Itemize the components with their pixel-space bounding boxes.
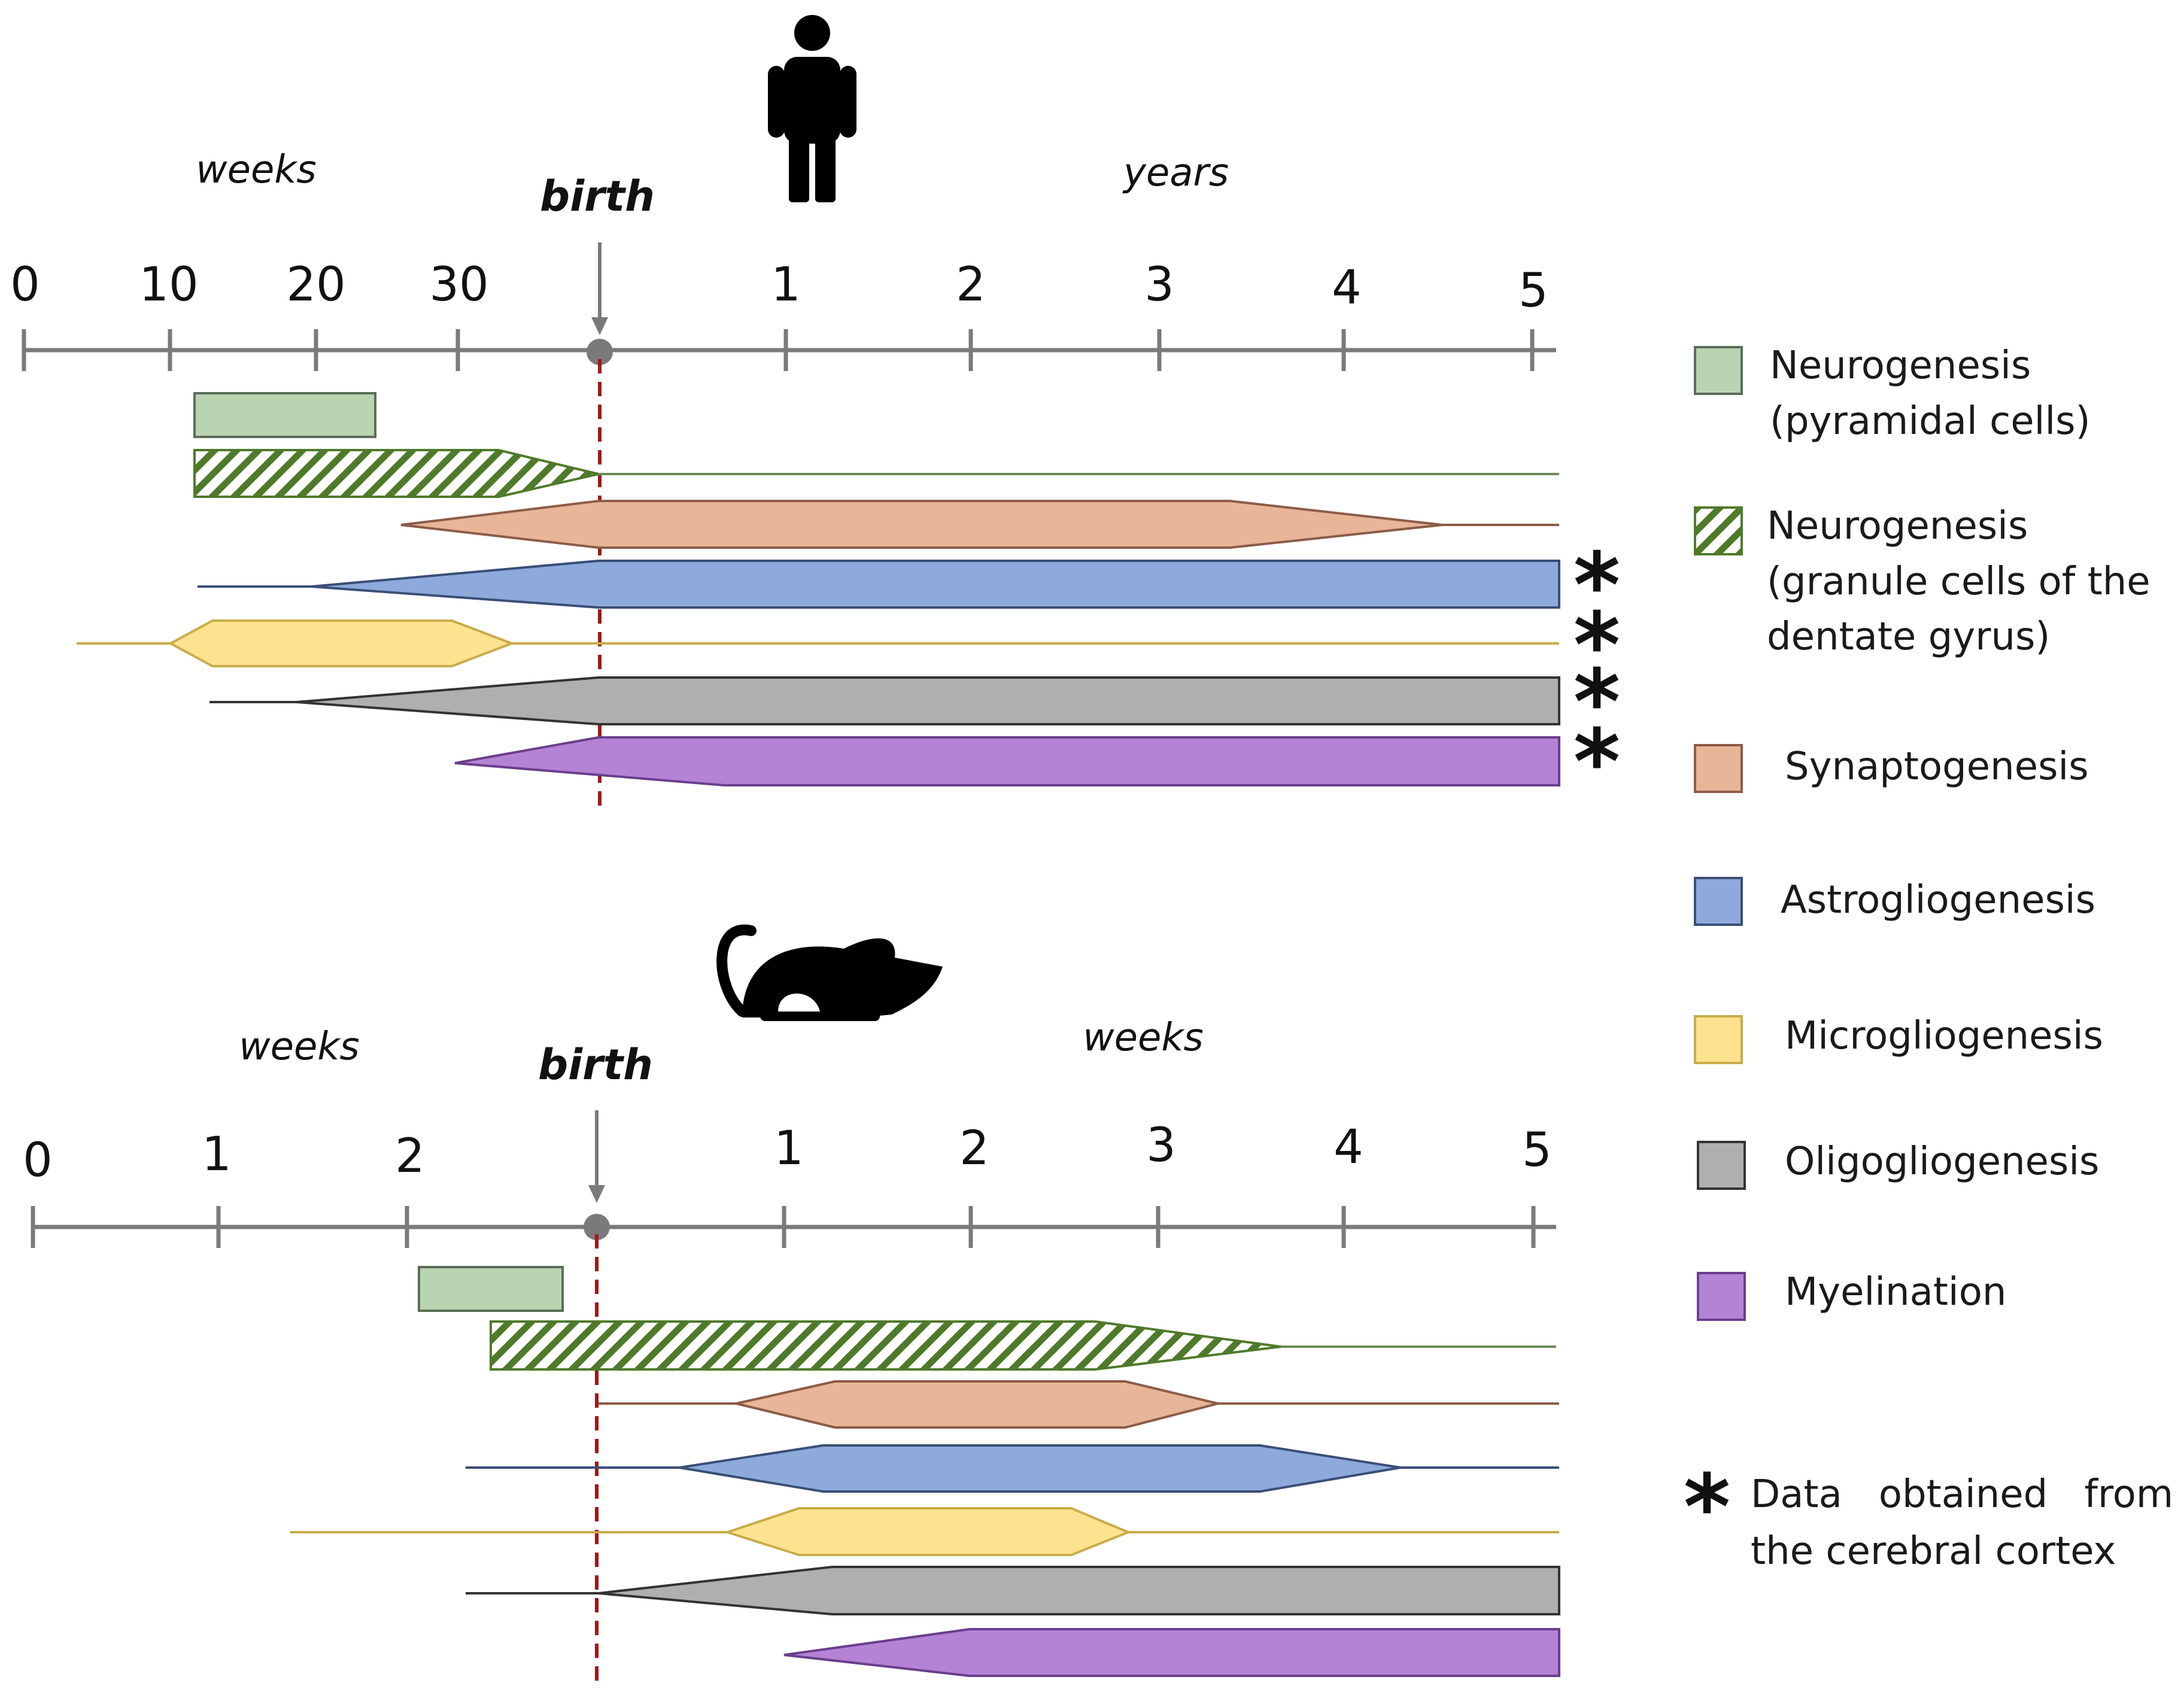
- human-birth-label: birth: [540, 172, 655, 221]
- legend-label: (pyramidal cells): [1770, 399, 2091, 444]
- legend-swatch-neurogenesis-granule: [1694, 506, 1743, 555]
- legend-label: Myelination: [1785, 1270, 2006, 1314]
- human-tick-label: 3: [1144, 258, 1174, 312]
- rodent-birth-label: birth: [538, 1040, 653, 1089]
- rodent-microgliogenesis-bar: [290, 1507, 1559, 1556]
- legend-swatch-synaptogenesis: [1694, 744, 1743, 793]
- human-tick-label: 20: [286, 258, 345, 312]
- human-panel: weeks years birth 0 10 20 30 1 2 3 4 5: [10, 15, 1620, 815]
- human-tick-label: 10: [139, 258, 198, 312]
- cortex-data-asterisk: *: [1574, 534, 1620, 638]
- rodent-birth-arrow: [588, 1110, 605, 1203]
- rodent-tick-label: 2: [395, 1129, 425, 1183]
- legend-label: Synaptogenesis: [1785, 745, 2089, 789]
- human-birth-arrow: [591, 242, 608, 335]
- rodent-tick-label: 2: [959, 1122, 989, 1176]
- legend-note-asterisk: *: [1684, 1456, 1730, 1560]
- rodent-tick-label: 5: [1522, 1123, 1552, 1177]
- rodent-tick-label: 3: [1146, 1119, 1176, 1173]
- human-tick-label: 4: [1332, 261, 1362, 315]
- rodent-postnatal-unit: weeks: [1083, 1016, 1204, 1060]
- legend-note-text: the cerebral cortex: [1751, 1529, 2116, 1574]
- rodent-neurogenesis-pyramidal-bar: [418, 1266, 564, 1312]
- mouse-icon: [716, 924, 943, 1021]
- legend-label: Neurogenesis: [1767, 504, 2028, 548]
- human-myelination-bar: [454, 736, 1560, 786]
- rodent-neurogenesis-granule-bar: [490, 1320, 1556, 1371]
- human-neurogenesis-pyramidal-bar: [193, 392, 376, 438]
- human-astrogliogenesis-bar: [198, 560, 1560, 609]
- rodent-astrogliogenesis-bar: [466, 1444, 1559, 1493]
- legend-label: Neurogenesis: [1770, 344, 2031, 388]
- human-birth-marker: [587, 339, 613, 365]
- legend: Neurogenesis (pyramidal cells) Neurogene…: [1684, 344, 2173, 1574]
- human-neurogenesis-granule-bar: [193, 449, 1559, 498]
- human-time-axis: [22, 329, 1556, 371]
- rodent-birth-marker: [584, 1214, 610, 1240]
- human-tick-label: 5: [1518, 264, 1548, 318]
- rodent-tick-label: 1: [202, 1128, 232, 1181]
- cortex-data-asterisk: *: [1574, 594, 1620, 698]
- legend-swatch-neurogenesis-pyramidal: [1694, 346, 1743, 395]
- cortex-data-asterisk: *: [1574, 710, 1620, 815]
- rodent-synaptogenesis-bar: [599, 1380, 1559, 1429]
- rodent-tick-label: 4: [1334, 1120, 1363, 1174]
- human-microgliogenesis-bar: [77, 619, 1559, 667]
- legend-swatch-microgliogenesis: [1694, 1015, 1743, 1064]
- human-postnatal-unit: years: [1122, 151, 1229, 195]
- legend-swatch-oligogliogenesis: [1697, 1141, 1746, 1190]
- rodent-tick-label: 1: [774, 1122, 804, 1176]
- legend-note-text: Data obtained from: [1751, 1472, 2173, 1517]
- human-tick-label: 0: [10, 258, 40, 312]
- legend-label: Astrogliogenesis: [1781, 878, 2095, 922]
- rodent-myelination-bar: [783, 1628, 1560, 1677]
- rodent-oligogliogenesis-bar: [466, 1566, 1560, 1615]
- rodent-prenatal-unit: weeks: [239, 1025, 360, 1069]
- human-prenatal-unit: weeks: [196, 148, 317, 192]
- legend-swatch-astrogliogenesis: [1694, 877, 1743, 926]
- human-oligogliogenesis-bar: [209, 676, 1560, 725]
- human-figure-icon: [768, 15, 856, 202]
- rodent-tick-label: 0: [23, 1134, 53, 1187]
- legend-label: Oligogliogenesis: [1785, 1140, 2099, 1184]
- legend-label: dentate gyrus): [1767, 615, 2050, 659]
- human-tick-label: 30: [429, 258, 488, 312]
- human-tick-label: 2: [956, 258, 986, 312]
- human-tick-label: 1: [771, 258, 801, 312]
- legend-label: Microgliogenesis: [1785, 1014, 2103, 1058]
- legend-swatch-myelination: [1697, 1272, 1746, 1321]
- rodent-time-axis: [31, 1206, 1556, 1248]
- human-synaptogenesis-bar: [400, 500, 1559, 549]
- legend-label: (granule cells of the: [1767, 560, 2150, 604]
- rodent-panel: weeks weeks birth 0 1 2 1 2 3 4 5: [23, 924, 1560, 1685]
- cortex-data-asterisk: *: [1574, 651, 1620, 755]
